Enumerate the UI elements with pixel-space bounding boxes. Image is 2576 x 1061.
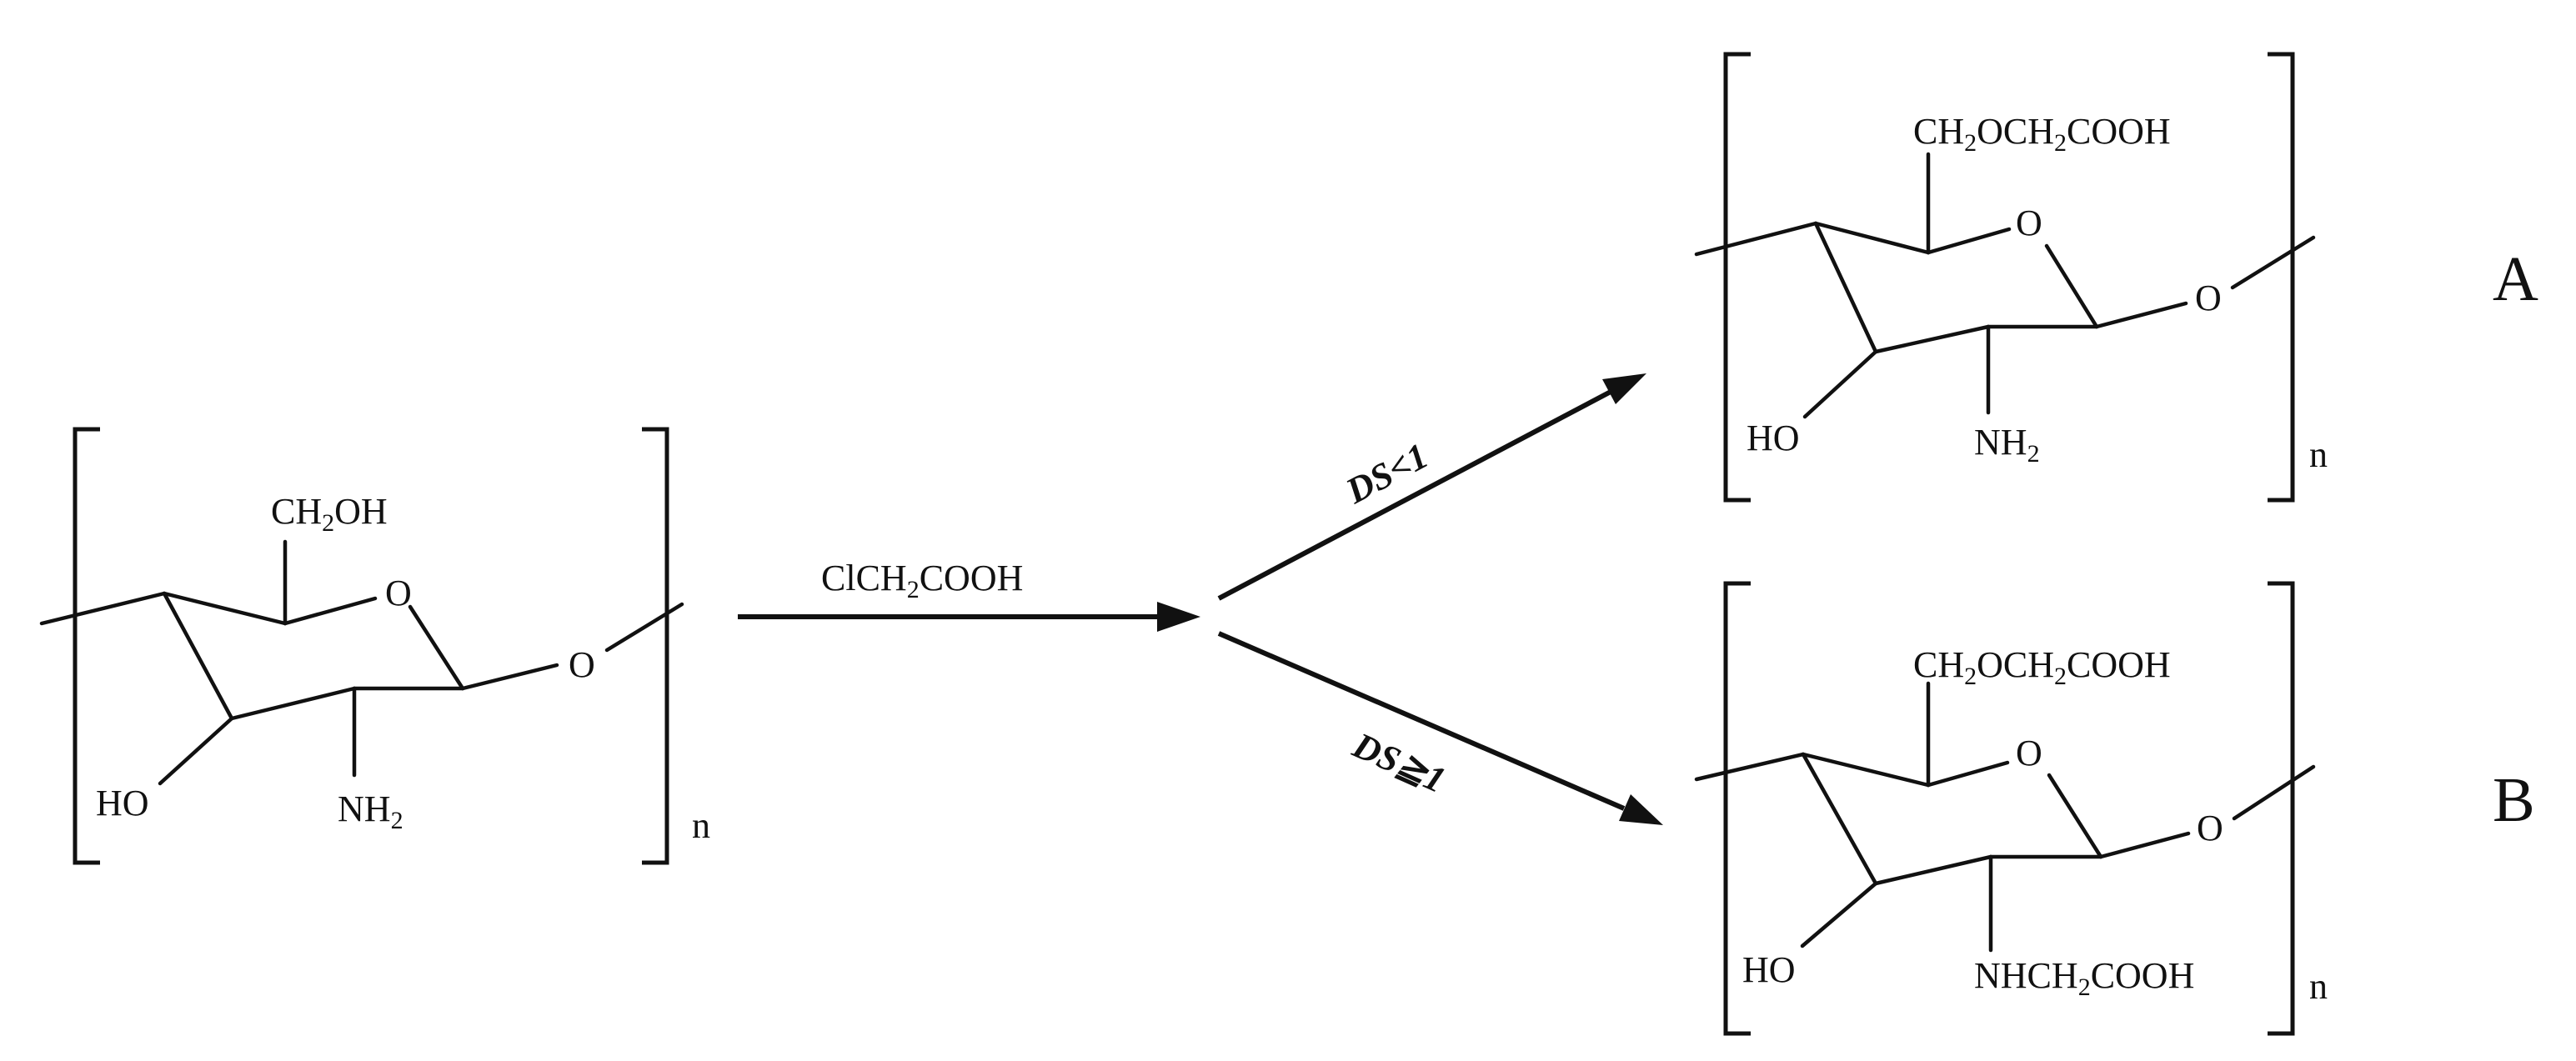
product-b-side-chain-label: CH2OCH2COOH (1913, 644, 2171, 690)
product-b-bonds (1694, 681, 2316, 953)
reactant-amine-label: NH2 (338, 788, 403, 834)
product-b-left-bracket (1723, 581, 1751, 1036)
product-b-amine-label: NHCH2COOH (1974, 955, 2194, 1001)
lower-condition-label: DS≧1 (1346, 724, 1451, 801)
product-a-hydroxyl-label: HO (1747, 418, 1800, 458)
product-a-amine-label: NH2 (1974, 422, 2040, 468)
product-a-left-bracket (1723, 52, 1751, 503)
product-b-link-oxygen: O (2197, 808, 2223, 848)
reagent-arrow-head (1157, 602, 1200, 632)
reagent-label: ClCH2COOH (821, 558, 1023, 603)
product-b-repeat-n: n (2309, 966, 2328, 1007)
reactant-ring-oxygen: O (385, 573, 412, 613)
product-b-hydroxyl-label: HO (1742, 949, 1796, 990)
reactant-hydroxyl-label: HO (96, 783, 149, 823)
product-a-ring-oxygen: O (2016, 203, 2042, 243)
product-b-label: B (2493, 765, 2535, 835)
reactant-chitosan: CH2OH O O HO NH2 n (39, 427, 710, 865)
lower-branch-arrow (1217, 631, 1626, 811)
product-a-label: A (2493, 244, 2538, 314)
reactant-left-bracket (73, 427, 100, 865)
product-b-ring-oxygen: O (2016, 733, 2042, 773)
upper-branch-arrow-head (1602, 373, 1646, 404)
reactant-repeat-n: n (692, 805, 710, 846)
reagent-arrow-group: ClCH2COOH (738, 558, 1200, 632)
product-b-right-bracket (2268, 581, 2295, 1036)
reactant-link-oxygen: O (569, 644, 595, 685)
upper-condition-label: DS<1 (1339, 435, 1435, 512)
lower-branch-arrow-head (1619, 794, 1663, 825)
product-a-repeat-n: n (2309, 434, 2328, 475)
product-a-right-bracket (2268, 52, 2295, 503)
upper-branch-arrow (1217, 389, 1612, 601)
reactant-bonds (39, 539, 684, 786)
reactant-ch2oh-label: CH2OH (271, 491, 388, 537)
product-a: CH2OCH2COOH O O HO NH2 n A (1694, 52, 2538, 503)
product-a-link-oxygen: O (2195, 278, 2222, 318)
reactant-right-bracket (642, 427, 669, 865)
product-a-side-chain-label: CH2OCH2COOH (1913, 111, 2171, 157)
branch-arrows: DS<1 DS≧1 (1217, 373, 1663, 825)
product-b: CH2OCH2COOH O O HO NHCH2COOH n B (1694, 581, 2535, 1036)
product-a-bonds (1694, 152, 2316, 419)
